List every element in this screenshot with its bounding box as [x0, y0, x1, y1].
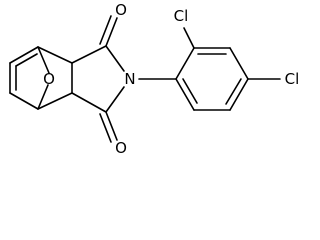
atom-o-bottom: O	[115, 139, 127, 157]
bond-c5-c6-double	[15, 53, 38, 67]
atom-cl-para: Cl	[285, 70, 300, 88]
bond-c1-o-top-double	[99, 15, 112, 45]
bond-ar4-ar5-double	[225, 78, 242, 105]
bond-c3a-c1	[71, 45, 107, 64]
bond-ar1-ar2	[175, 47, 195, 80]
atom-cl-ortho: Cl	[174, 7, 189, 25]
atom-n: N	[124, 70, 135, 88]
bond-c4-o-bridge	[37, 46, 50, 74]
bond-ar3-ar4	[229, 47, 249, 80]
atom-o-top: O	[115, 1, 127, 19]
bond-c4-c3a	[37, 46, 73, 64]
imide-bonds	[71, 15, 177, 143]
bond-c1-o-top	[105, 17, 118, 47]
bond-c3-o-bottom	[105, 111, 118, 141]
bond-c3-n	[105, 86, 125, 113]
bond-ar6-ar1	[175, 78, 195, 111]
bond-ar4-ar5	[229, 78, 249, 111]
bond-c8-c7a	[37, 92, 73, 110]
bond-ar6-ar1-double	[182, 78, 198, 104]
chemical-structure: O O O N Cl Cl	[9, 1, 299, 157]
oxanorbornene-bonds	[9, 46, 73, 110]
bond-c7-c8	[9, 92, 39, 110]
phenyl-bonds	[175, 27, 281, 111]
bond-c8-o-bridge	[37, 84, 49, 110]
bond-c1-n	[105, 45, 125, 72]
atom-labels: O O O N Cl Cl	[43, 1, 299, 157]
bond-c5-c6	[9, 46, 39, 64]
bond-ar2-cl	[183, 27, 195, 49]
atom-o-bridge: O	[43, 70, 55, 88]
bond-c7a-c3	[71, 92, 107, 113]
bond-c3-o-bottom-double	[99, 113, 112, 143]
